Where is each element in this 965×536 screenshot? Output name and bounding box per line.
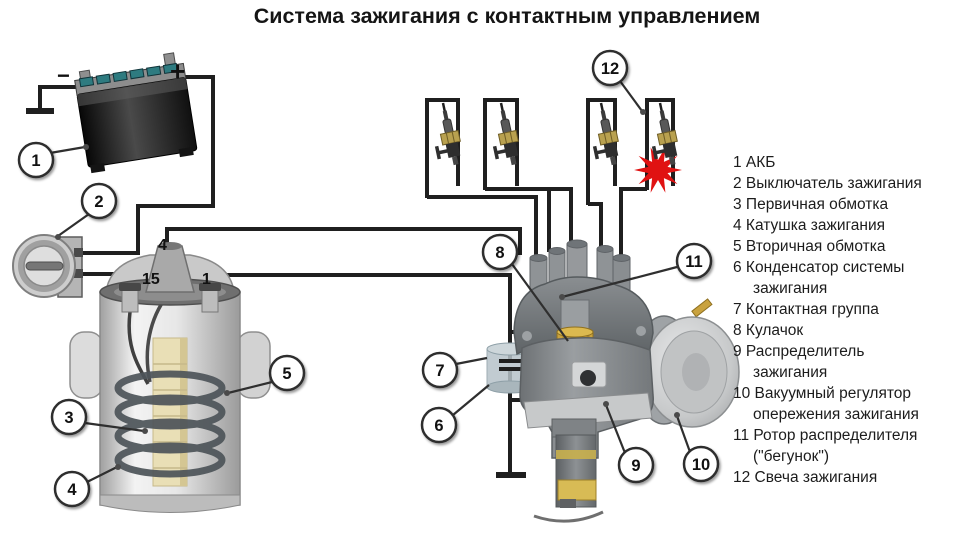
coil-mount-ear-right xyxy=(236,331,271,399)
ignition-switch xyxy=(12,234,83,298)
svg-text:4: 4 xyxy=(67,481,77,499)
svg-text:5: 5 xyxy=(282,365,291,383)
callout-2: 2 xyxy=(80,182,118,220)
svg-text:9: 9 xyxy=(631,457,640,475)
callout-3: 3 xyxy=(50,398,88,436)
legend-item-3: 3 Первичная обмотка xyxy=(733,196,889,213)
page-title: Система зажигания с контактным управлени… xyxy=(253,4,761,28)
plug4-to-cap-wire xyxy=(619,187,647,257)
svg-text:1: 1 xyxy=(31,152,40,170)
battery-ground-icon xyxy=(26,108,54,114)
callout-1: 1 xyxy=(17,141,55,179)
svg-text:12: 12 xyxy=(601,60,619,78)
battery-plus-wire xyxy=(80,75,215,255)
coil-core xyxy=(152,337,188,487)
battery-cell-caps xyxy=(78,62,179,88)
coil-terminal-1 xyxy=(199,283,221,313)
battery xyxy=(74,52,198,174)
vacuum-advance-unit xyxy=(631,298,740,428)
coil-terminal-15 xyxy=(119,283,141,313)
plug2-to-cap-wire xyxy=(485,187,573,265)
coil-winding xyxy=(114,370,226,478)
callout-7: 7 xyxy=(421,351,459,389)
callout-circles: 1 2 3 4 5 6 7 8 xyxy=(17,49,720,508)
legend-item-11: 11 Ротор распределителя("бегунок") xyxy=(733,427,918,465)
plug1-loop xyxy=(425,98,460,198)
ignition-coil xyxy=(69,242,271,513)
svg-text:3: 3 xyxy=(64,409,73,427)
callout-5: 5 xyxy=(268,354,306,392)
callout-8: 8 xyxy=(481,233,519,271)
callout-pointers xyxy=(49,80,692,483)
callout-11: 11 xyxy=(675,242,713,280)
coil-ht-terminal xyxy=(145,242,195,293)
callout-target-dots xyxy=(55,109,680,470)
capacitor-ground-icon xyxy=(496,472,526,478)
distributor-shaft xyxy=(555,434,597,508)
rotation-arc xyxy=(533,510,604,523)
terminal-1-label: 1 xyxy=(202,271,211,288)
svg-text:7: 7 xyxy=(435,362,444,380)
spark-plug-3 xyxy=(583,99,625,170)
coil-mount-ear-left xyxy=(69,331,104,399)
high-tension-wire xyxy=(165,227,522,255)
svg-text:11: 11 xyxy=(685,253,702,271)
svg-text:10: 10 xyxy=(692,456,710,474)
key-slot xyxy=(25,261,64,271)
terminal-15-label: 15 xyxy=(142,271,160,288)
svg-text:6: 6 xyxy=(434,417,443,435)
battery-minus-label: − xyxy=(57,63,70,88)
callout-9: 9 xyxy=(617,446,655,484)
plug3-to-cap-wire xyxy=(588,202,603,248)
plug2-loop xyxy=(483,98,519,190)
svg-text:8: 8 xyxy=(495,244,504,262)
callout-10: 10 xyxy=(682,445,720,483)
legend-item-4: 4 Катушка зажигания xyxy=(733,217,886,234)
battery-plus-label: + xyxy=(170,56,185,86)
clamp-bolt xyxy=(580,370,596,386)
callout-4: 4 xyxy=(53,470,91,508)
callout-12: 12 xyxy=(591,49,629,87)
spark-plugs xyxy=(425,99,684,193)
svg-text:2: 2 xyxy=(94,193,103,211)
legend-item-1: 1 АКБ xyxy=(733,154,776,171)
ground-symbols xyxy=(26,108,526,478)
legend-item-2: 2 Выключатель зажигания xyxy=(733,175,922,192)
distributor xyxy=(513,239,740,523)
spark-star-icon xyxy=(634,147,682,193)
legend-item-12: 12 Свеча зажигания xyxy=(733,469,878,486)
legend: 1 АКБ 2 Выключатель зажигания 3 Первична… xyxy=(733,152,961,488)
plug1-to-cap-wire xyxy=(427,195,538,258)
callout-6: 6 xyxy=(420,406,458,444)
legend-item-8: 8 Кулачок xyxy=(733,322,804,339)
terminal-4-label: 4 xyxy=(158,237,167,254)
legend-item-7: 7 Контактная группа xyxy=(733,301,879,318)
legend-item-5: 5 Вторичная обмотка xyxy=(733,238,886,255)
